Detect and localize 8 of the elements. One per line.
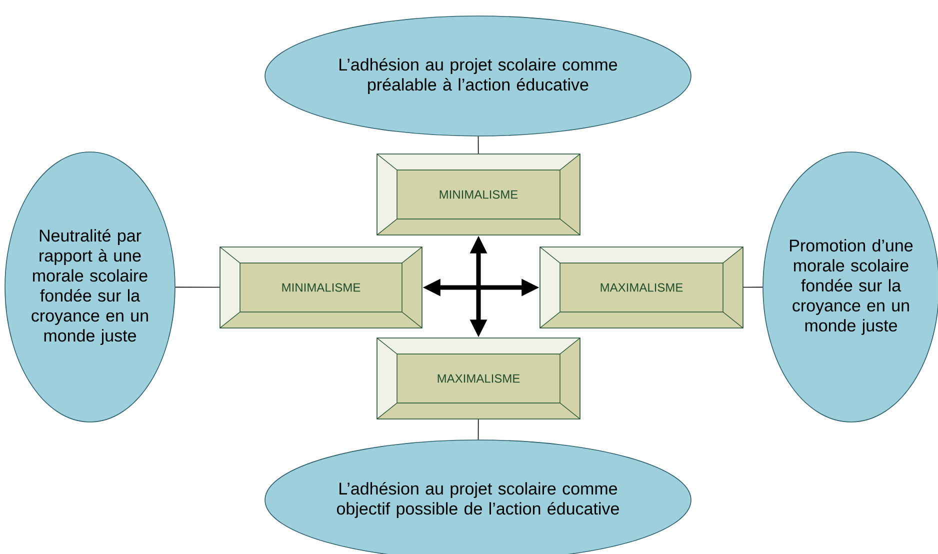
bevel-box: MAXIMALISME <box>376 338 580 420</box>
connector-line <box>478 136 479 154</box>
connector-line <box>175 286 220 288</box>
bevel-box: MINIMALISME <box>220 246 422 328</box>
bevel-box: MINIMALISME <box>376 154 580 236</box>
connector-line <box>478 419 479 440</box>
connector-line <box>743 286 763 288</box>
bevel-box: MAXIMALISME <box>540 246 744 328</box>
